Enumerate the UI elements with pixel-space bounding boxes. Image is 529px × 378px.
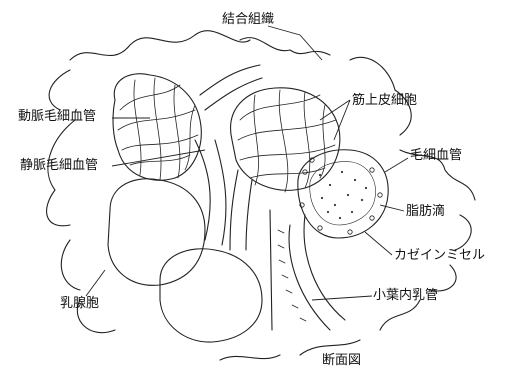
secretory-alveolus-inner [310,162,376,225]
label-venous-capillary: 静脈毛細血管 [20,159,98,172]
label-fat-droplet: 脂肪滴 [406,205,445,218]
label-connective-tissue: 結合組織 [222,13,274,26]
intralobular-duct [270,210,345,330]
large-alveolus [108,179,205,286]
label-capillary: 毛細血管 [410,149,462,162]
upper-alveolus-capillaries [238,90,336,192]
label-alveolus: 乳腺胞 [60,297,99,310]
label-cross-section: 断面図 [322,354,361,367]
lower-alveolus [160,249,262,342]
label-intralobular-duct: 小葉内乳管 [373,289,438,302]
label-casein-micelle: カゼインミセル [394,249,485,262]
left-alveolus [113,74,201,180]
label-myoepithelial-cell: 筋上皮細胞 [352,94,417,107]
duct-wall-cells [278,230,306,321]
fat-droplets [319,171,367,219]
leader-lines [86,26,408,300]
label-arterial-capillary: 動脈毛細血管 [18,110,96,123]
casein-micelles [300,158,382,234]
